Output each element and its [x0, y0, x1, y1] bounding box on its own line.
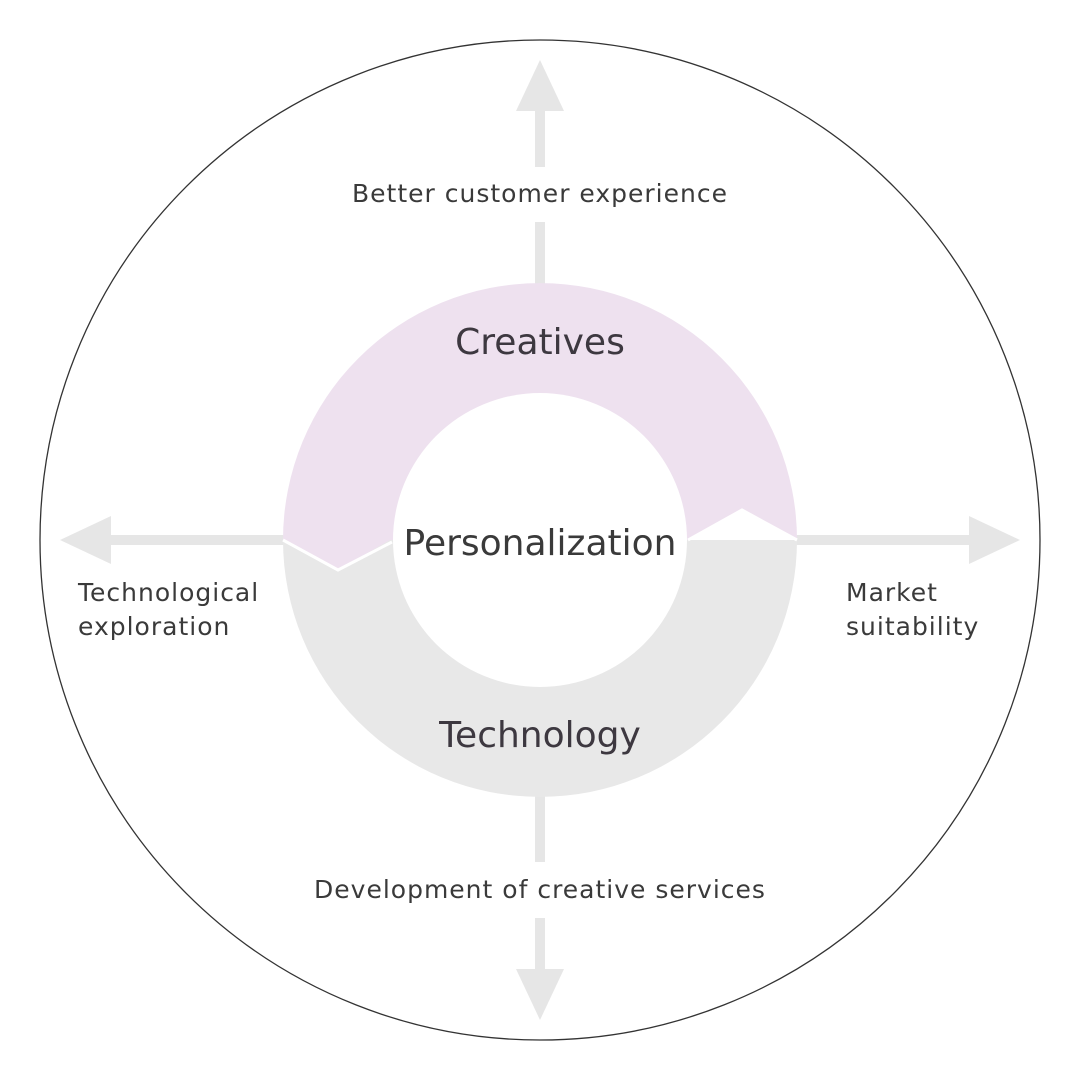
ring-label-technology: Technology	[438, 715, 641, 756]
ring-divider-left	[282, 538, 393, 572]
arrow-left-icon	[60, 516, 111, 564]
arrow-left-shaft	[100, 535, 286, 545]
arrow-up-icon	[516, 60, 564, 111]
arrow-down-shaft-upper	[535, 796, 545, 862]
arrow-right-shaft	[794, 535, 980, 545]
arrow-right-icon	[969, 516, 1020, 564]
axis-label-bottom: Development of creative services	[314, 875, 766, 904]
ring-label-creatives: Creatives	[455, 322, 625, 363]
arrow-down-shaft	[535, 918, 545, 976]
axis-label-right-line-1: Market	[846, 578, 938, 607]
axis-label-right-line-2: suitability	[846, 612, 979, 641]
axis-arrows	[60, 60, 1020, 1020]
ring-divider-right	[687, 508, 798, 542]
center-label-personalization: Personalization	[404, 523, 677, 564]
arrow-up-shaft-lower	[535, 222, 545, 286]
axis-label-left-line-1: Technological	[77, 578, 259, 607]
outer-circle	[39, 39, 1041, 1041]
ring-inner-hole	[393, 393, 687, 687]
arrow-down-icon	[516, 969, 564, 1020]
axis-label-left-line-2: exploration	[78, 612, 230, 641]
axis-label-top: Better customer experience	[352, 179, 728, 208]
arrow-up-shaft	[535, 105, 545, 167]
